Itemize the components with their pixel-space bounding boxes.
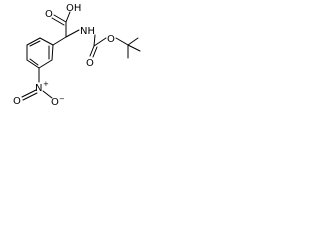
ring-bond-5 bbox=[26, 37, 41, 46]
bond-cooh-carbonyl-1 bbox=[53, 14, 67, 23]
bond-tbu-methyl-2 bbox=[127, 44, 141, 52]
nitro-n-charge: + bbox=[43, 80, 49, 88]
bond-nitro-o-double-2 bbox=[22, 92, 38, 101]
ring-bond-2 bbox=[38, 59, 53, 69]
atom-label-ester-o: O bbox=[107, 34, 115, 45]
bond-nh-carbonyl bbox=[93, 34, 96, 47]
atom-label-nitro-n: N bbox=[35, 83, 42, 94]
ring-bond-3 bbox=[26, 59, 40, 69]
atom-label-hydroxyl: OH bbox=[66, 3, 81, 14]
ring-bond-1 bbox=[51, 44, 54, 61]
bond-calpha-ring bbox=[52, 36, 67, 46]
atom-label-nitro-o-double: O bbox=[13, 96, 21, 107]
bond-calpha-nh bbox=[65, 29, 80, 38]
molecule-structure: OH O NH O O N + O O − bbox=[13, 3, 141, 108]
atom-label-amine: NH bbox=[80, 26, 95, 37]
atom-label-carbonyl-o-acid: O bbox=[45, 9, 53, 20]
bond-cooh-oh bbox=[65, 11, 71, 23]
atom-label-nitro-o-single: O bbox=[51, 97, 59, 108]
bond-cooh-carbonyl-2 bbox=[51, 17, 65, 26]
bond-boc-ester bbox=[93, 37, 107, 47]
bond-nitro-o-double-1 bbox=[21, 89, 37, 98]
nitro-o-charge: − bbox=[59, 95, 65, 103]
ring-inner-bond-2 bbox=[29, 58, 39, 66]
bond-nitro-o-single bbox=[42, 90, 53, 99]
bond-boc-co-2 bbox=[92, 46, 98, 58]
ring-bond-6 bbox=[39, 37, 54, 46]
ring-inner-bond-3 bbox=[29, 40, 41, 47]
atom-label-carbonyl-o-boc: O bbox=[86, 58, 94, 69]
bond-ester-tbu bbox=[115, 37, 129, 46]
bond-tbu-methyl-1 bbox=[127, 37, 139, 46]
bond-boc-co-1 bbox=[89, 45, 95, 57]
